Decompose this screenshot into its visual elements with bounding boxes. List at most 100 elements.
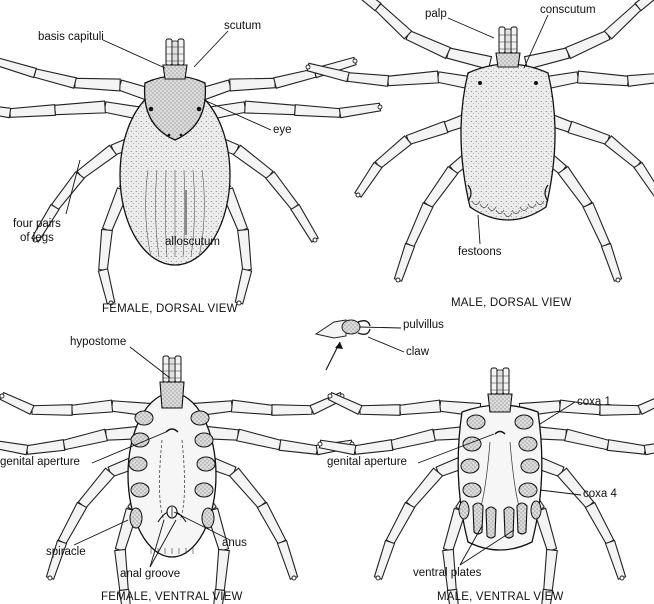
leg-segment [607, 440, 645, 455]
leg-segment [644, 440, 654, 454]
label-hypostome: hypostome [70, 336, 126, 349]
female-dorsal-tick [0, 39, 382, 305]
ventral-plate [473, 503, 483, 534]
caption-female-ventral: FEMALE, VENTRAL VIEW [101, 591, 243, 603]
leg-segment [565, 429, 609, 449]
coxa [463, 437, 481, 451]
leg-segment [58, 502, 86, 544]
leg-tip [353, 59, 357, 63]
leg-segment [583, 203, 610, 247]
label-spiracle: spiracle [46, 546, 86, 559]
basis-capituli [496, 53, 520, 67]
leg-segment [447, 48, 492, 69]
leg-segment [230, 78, 275, 91]
spiracle-plate [459, 501, 469, 519]
leg-segment [638, 393, 654, 415]
leg-segment [348, 0, 381, 11]
leg-tip [48, 576, 52, 580]
coxa [129, 457, 147, 471]
label-palp: palp [425, 8, 447, 21]
basis-capituli [160, 382, 184, 408]
leader-line [360, 327, 401, 328]
label-anus: anus [222, 537, 247, 550]
label-eye: eye [273, 124, 292, 137]
coxa [195, 483, 213, 497]
leg-segment [406, 31, 450, 59]
leg-segment [72, 400, 113, 415]
coxa [195, 433, 213, 447]
leg-segment [374, 540, 394, 579]
leg-segment [391, 429, 435, 449]
leg-segment [32, 405, 72, 416]
leg-segment [406, 203, 433, 247]
leg-segment [272, 405, 312, 416]
leg-segment [400, 400, 441, 415]
leader-line [194, 31, 228, 67]
leg-segment [360, 405, 400, 416]
leg-segment [52, 172, 85, 210]
label-pulvillus: pulvillus [403, 319, 444, 332]
leg-segment [55, 101, 106, 115]
leg-segment [229, 468, 265, 508]
leg-segment [99, 229, 113, 270]
leg-tip [328, 394, 332, 398]
coxa [461, 459, 479, 473]
hypostome [169, 358, 175, 382]
coxa [463, 483, 481, 497]
eye-dot [534, 81, 538, 85]
leg-segment [233, 145, 272, 178]
leg-segment [257, 502, 285, 544]
leg-segment [231, 400, 272, 415]
leg-segment [406, 121, 447, 144]
basis-capituli [488, 394, 512, 412]
leg-tip [292, 576, 296, 580]
leg-segment [375, 4, 412, 39]
coxa [521, 459, 539, 473]
leg-segment [26, 440, 64, 455]
leg-segment [578, 71, 629, 86]
label-coxa-1: coxa 1 [577, 396, 611, 409]
leg-segment [394, 243, 414, 281]
leader-line [478, 215, 480, 244]
tarsus-segment [316, 320, 346, 338]
label-of-legs: of legs [20, 232, 54, 245]
leg-tip [396, 278, 400, 282]
leg-segment [0, 393, 34, 415]
leg-segment [0, 103, 11, 117]
leg-segment [245, 101, 296, 115]
coxa [135, 411, 153, 425]
eye-dot [149, 107, 154, 112]
leg-tip [313, 238, 317, 242]
leg-tip [318, 442, 322, 446]
leg-segment [355, 162, 382, 197]
label-genital-aperture-female: genital aperture [0, 456, 80, 469]
eye-dot [197, 107, 202, 112]
ventral-plate [517, 503, 527, 534]
caption-male-ventral: MALE, VENTRAL VIEW [437, 591, 564, 603]
coxa [197, 457, 215, 471]
leg-segment [568, 121, 609, 144]
leg-segment [238, 229, 252, 270]
label-claw: claw [406, 346, 429, 359]
label-scutum: scutum [224, 20, 261, 33]
label-genital-aperture-male: genital aperture [327, 456, 407, 469]
eye-dot [478, 81, 482, 85]
leg-segment [10, 105, 56, 118]
coxa [519, 483, 537, 497]
leg-segment [386, 502, 414, 544]
leg-segment [78, 468, 114, 508]
leg-segment [634, 162, 654, 197]
leg-segment [566, 31, 610, 59]
coxa [467, 415, 485, 429]
coxa [519, 437, 537, 451]
leg-segment [354, 440, 392, 455]
leg-segment [388, 71, 439, 86]
leg-segment [585, 502, 613, 544]
spiracle-plate [130, 508, 142, 528]
leg-segment [295, 105, 341, 118]
label-coxa-4: coxa 4 [583, 488, 617, 501]
female-ventral-tick [0, 356, 354, 604]
leg-segment [279, 440, 317, 455]
ventral-plate [486, 507, 496, 538]
